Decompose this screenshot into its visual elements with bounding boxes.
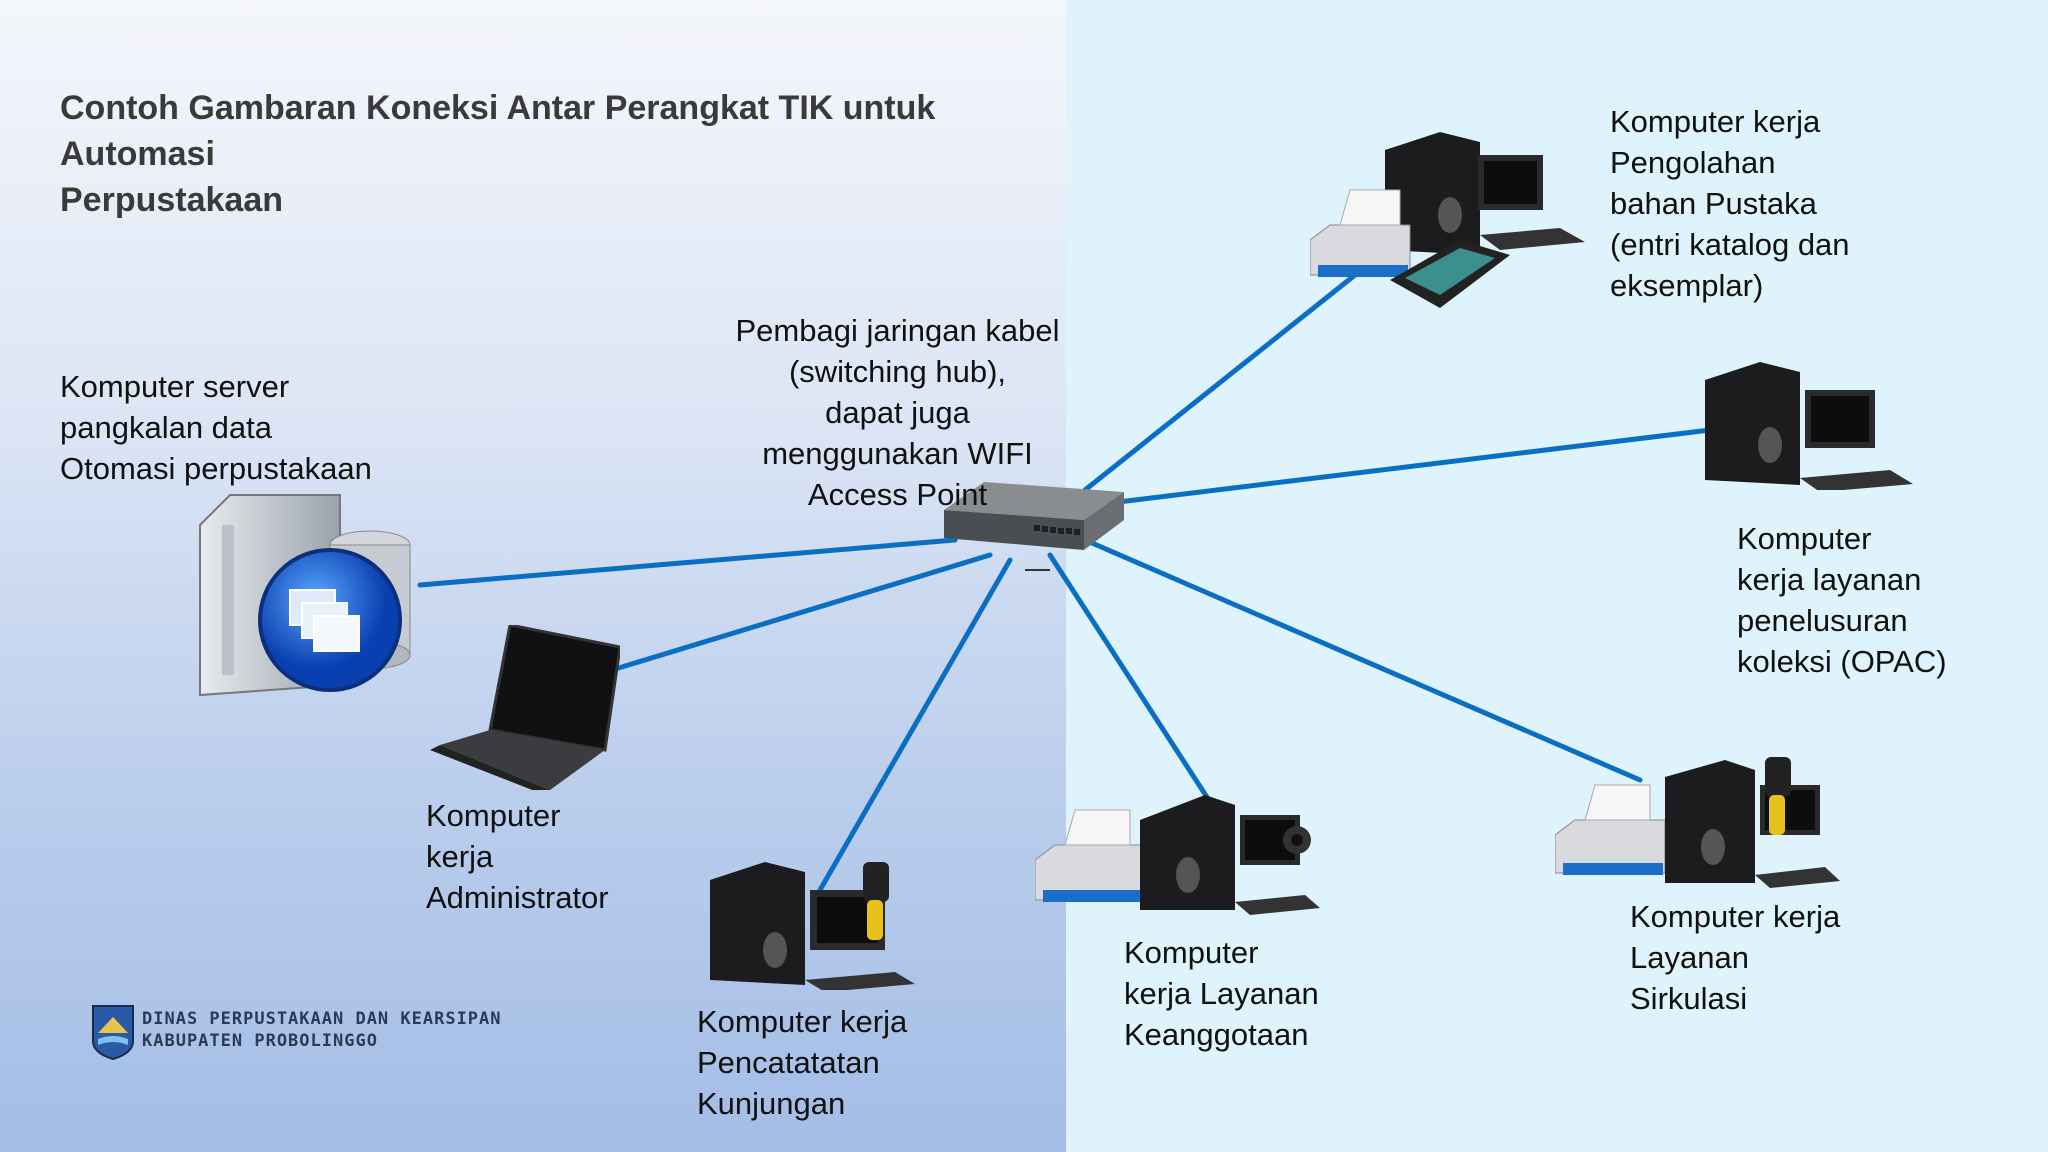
title-line-1: Contoh Gambaran Koneksi Antar Perangkat …: [60, 89, 936, 127]
logo-line-1: DINAS PERPUSTAKAAN DAN KEARSIPAN: [142, 1009, 502, 1029]
circulation-label: Komputer kerja Layanan Sirkulasi: [1630, 899, 1841, 1016]
link-hub-admin: [609, 552, 993, 673]
hub-label: Pembagi jaringan kabel (switching hub), …: [735, 313, 1060, 512]
title-line-3: Perpustakaan: [60, 181, 283, 219]
link-hub-server: [417, 537, 958, 588]
opac-label: Komputer kerja layanan penelusuran kolek…: [1737, 521, 1947, 679]
link-hub-opac: [1107, 427, 1713, 506]
member-label: Komputer kerja Layanan Keanggotaan: [1124, 935, 1319, 1052]
workstation-printer-webcam-icon: [1035, 795, 1320, 915]
admin-label: Komputer kerja Administrator: [426, 798, 609, 915]
link-hub-visit: [817, 557, 1013, 893]
server-label: Komputer server pangkalan data Otomasi p…: [60, 369, 372, 486]
page-title: Contoh Gambaran Koneksi Antar Perangkat …: [60, 85, 935, 223]
database-server-icon: [199, 494, 411, 697]
link-hub-circulation: [1082, 537, 1643, 783]
logo-text: DINAS PERPUSTAKAAN DAN KEARSIPAN KABUPAT…: [142, 1008, 502, 1052]
workstation-barcode-icon: [710, 862, 915, 990]
processing-label: Komputer kerja Pengolahan bahan Pustaka …: [1610, 104, 1850, 303]
logo-line-2: KABUPATEN PROBOLINGGO: [142, 1031, 378, 1051]
regency-emblem-icon: [92, 1005, 134, 1061]
workstation-printer-scanner-icon: [1310, 132, 1585, 308]
laptop-icon: [430, 625, 620, 790]
right-background: [1066, 0, 2048, 1152]
title-line-2: Automasi: [60, 135, 215, 173]
workstation-printer-barcode-icon: [1555, 757, 1840, 888]
visit-label: Komputer kerja Pencatatatan Kunjungan: [697, 1004, 908, 1121]
link-hub-member: [1047, 552, 1228, 828]
workstation-icon: [1705, 362, 1913, 490]
switch-hub-icon: [944, 482, 1124, 550]
link-hub-processing: [1082, 272, 1358, 493]
